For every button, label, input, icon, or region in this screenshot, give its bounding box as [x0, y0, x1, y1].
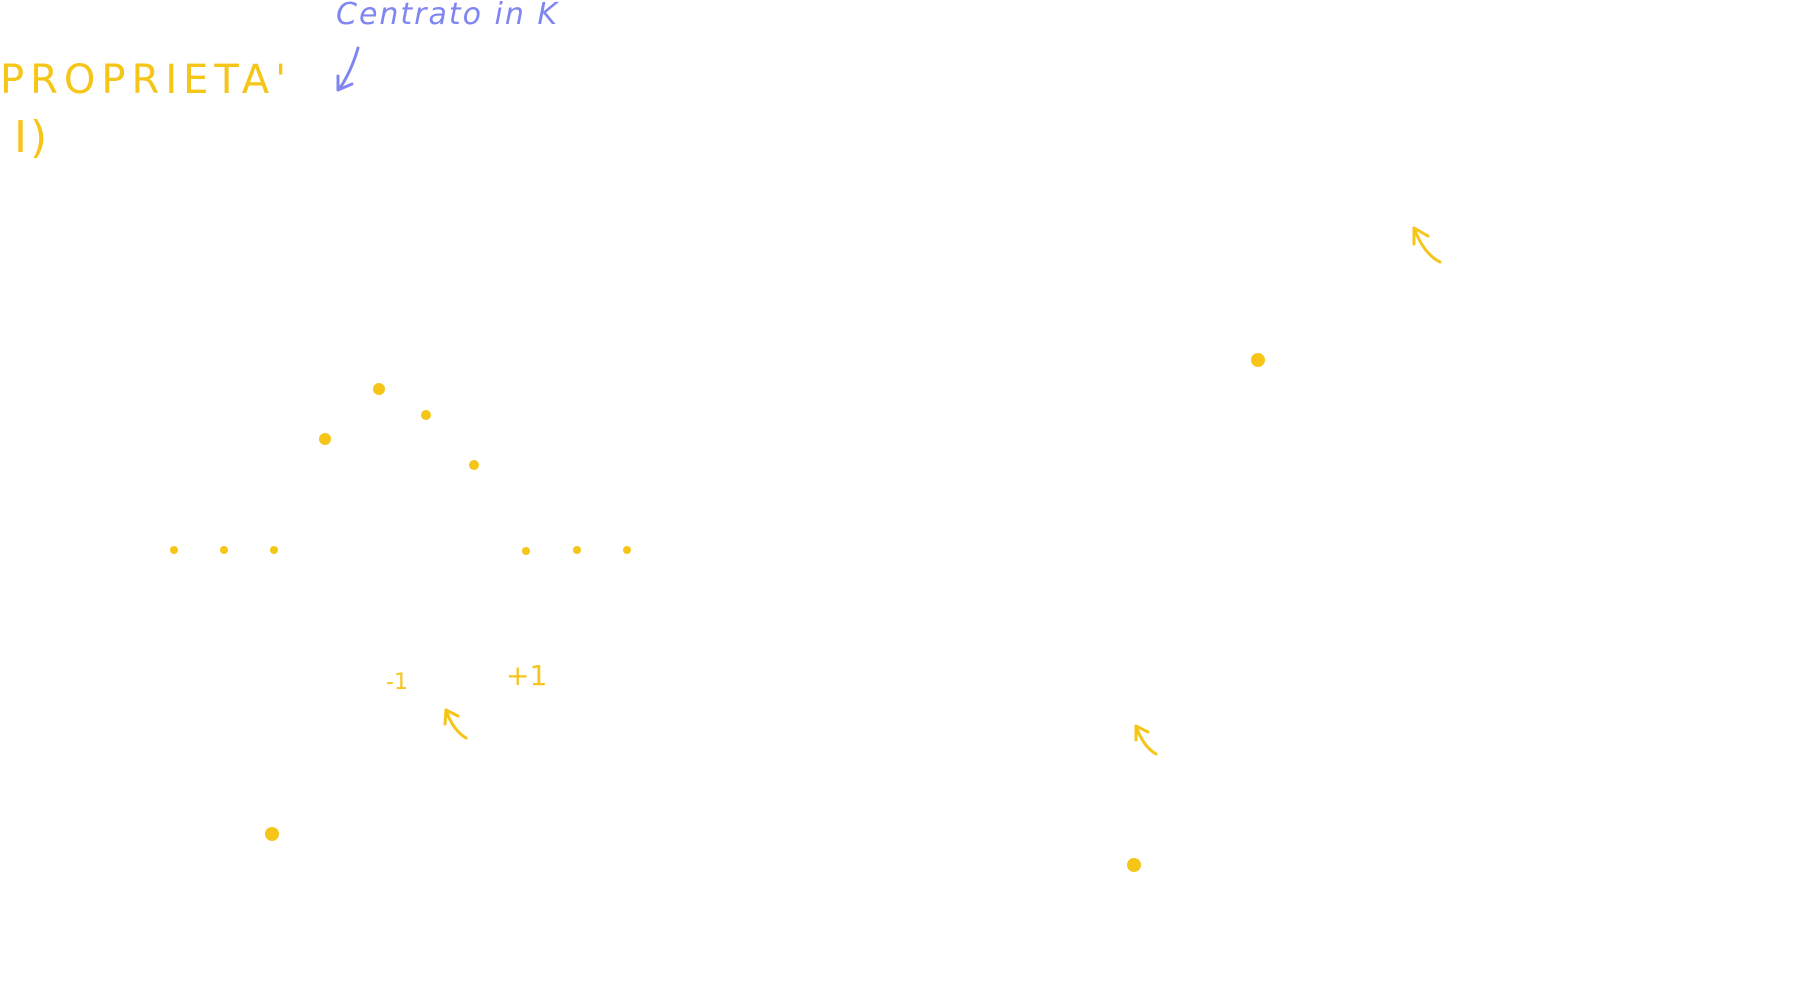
dot [469, 460, 479, 470]
dot [623, 546, 631, 554]
section-number: I) [14, 112, 51, 163]
arrow-icon-top-right [1412, 226, 1442, 264]
ink-dots [170, 353, 1265, 872]
dot [373, 383, 385, 395]
handwritten-note: Centrato in K [336, 0, 560, 32]
handwritten-title: PROPRIETA' [0, 57, 293, 103]
dot [421, 410, 431, 420]
label-minus-one: -1 [386, 670, 408, 695]
dot [319, 433, 331, 445]
dot [1251, 353, 1265, 367]
dot [270, 546, 278, 554]
label-plus-one: +1 [506, 659, 548, 692]
dot [522, 547, 530, 555]
note-arrow-icon [336, 46, 360, 92]
dot [1127, 858, 1141, 872]
arrow-icon-bottom-right [1134, 724, 1158, 756]
dot [265, 827, 279, 841]
dot [170, 546, 178, 554]
arrow-icon-center [443, 708, 468, 740]
dot [573, 546, 581, 554]
dot [220, 546, 228, 554]
